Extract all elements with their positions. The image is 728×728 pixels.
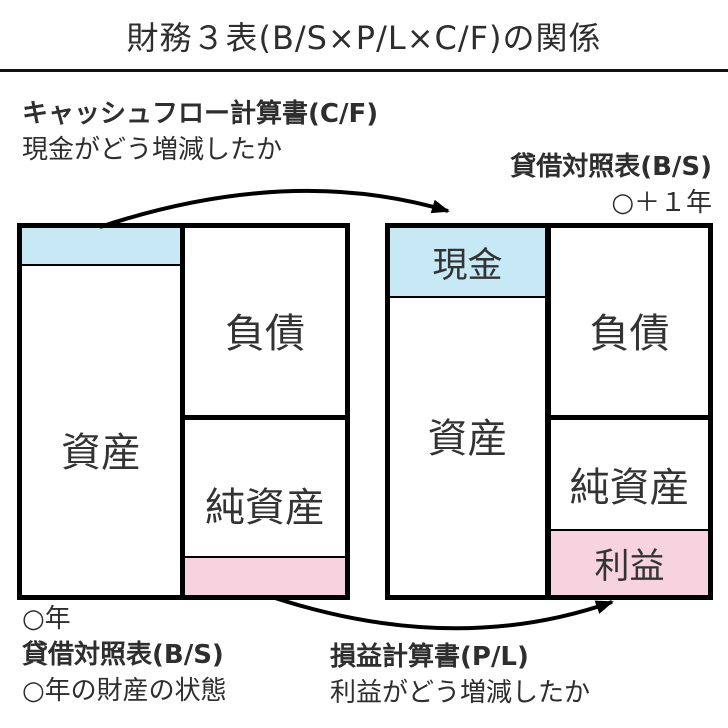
profit-loss-description: 利益がどう増減したか [330, 678, 591, 708]
profit-loss-heading: 損益計算書(P/L) [330, 642, 529, 672]
title-divider [0, 69, 728, 72]
balance-sheet-current-annotation: ○年 貸借対照表(B/S) ○年の財産の状態 [22, 601, 227, 709]
right-sheet-cash-box: 現金 [390, 228, 545, 298]
cashflow-description: 現金がどう増減したか [22, 135, 283, 165]
right-sheet-assets-column: 現金 資産 [385, 223, 550, 600]
right-sheet-liabilities-label: 負債 [589, 311, 670, 357]
left-sheet-liabilities-label: 負債 [225, 311, 305, 357]
right-sheet-assets-label: 資産 [427, 416, 508, 462]
right-sheet-cash-label: 現金 [432, 245, 503, 286]
left-sheet-cash-strip [22, 228, 180, 266]
left-sheet-liabilities-box: 負債 [180, 223, 350, 420]
balance-sheet-next-annotation: 貸借対照表(B/S) ○＋１年 [510, 149, 712, 221]
left-sheet-net-assets-label: 純資産 [205, 485, 325, 531]
left-sheet-net-assets-box: 純資産 [180, 415, 350, 600]
balance-sheet-current-heading: 貸借対照表(B/S) [22, 640, 224, 670]
balance-sheet-next-heading: 貸借対照表(B/S) [510, 152, 712, 182]
cashflow-heading: キャッシュフロー計算書(C/F) [22, 99, 379, 129]
profit-arrow [271, 595, 614, 631]
balance-sheet-next-year: ○＋１年 [611, 188, 712, 218]
left-sheet-assets-column: 資産 [17, 223, 185, 600]
left-sheet-assets-label: 資産 [61, 430, 141, 476]
profit-loss-annotation: 損益計算書(P/L) 利益がどう増減したか [330, 639, 590, 711]
balance-sheet-current-year: ○年 [22, 604, 71, 634]
cashflow-arrow [99, 188, 450, 229]
page-title: 財務３表(B/S×P/L×C/F)の関係 [126, 19, 602, 57]
right-sheet-profit-label: 利益 [594, 546, 665, 587]
right-sheet-profit-box: 利益 [551, 529, 708, 595]
left-sheet-profit-strip [185, 556, 345, 595]
right-sheet-liabilities-box: 負債 [546, 223, 713, 420]
right-sheet-net-assets-box: 純資産 利益 [546, 415, 713, 600]
right-sheet-net-assets-label: 純資産 [569, 465, 690, 511]
balance-sheet-current-description: ○年の財産の状態 [22, 676, 227, 706]
cashflow-annotation: キャッシュフロー計算書(C/F) 現金がどう増減したか [22, 96, 378, 168]
